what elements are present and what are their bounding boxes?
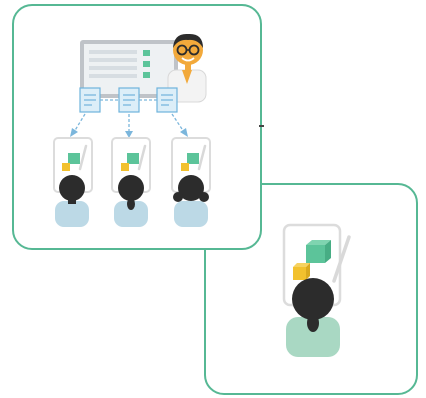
- yellow-cube-icon: [62, 163, 70, 171]
- green-cube-icon: [127, 153, 139, 164]
- yellow-cube-icon: [181, 163, 189, 171]
- student-icon: [114, 175, 148, 227]
- document-icon: [118, 87, 140, 113]
- student-2: [111, 137, 151, 227]
- yellow-cube-icon: [121, 163, 129, 171]
- yellow-cube-icon: [293, 263, 310, 280]
- single-student-illustration: [282, 223, 351, 357]
- green-cube-icon: [187, 153, 199, 164]
- single-student-card: [204, 183, 418, 395]
- stylus: [137, 144, 147, 171]
- student-icon: [173, 175, 209, 227]
- document-icon: [79, 87, 101, 113]
- student-icon: [55, 175, 89, 227]
- student-icon: [286, 278, 340, 357]
- document-icon: [156, 87, 178, 113]
- teacher-distribution-card: [12, 4, 262, 250]
- connector-tick: [259, 125, 264, 127]
- stylus: [78, 144, 88, 171]
- stylus: [332, 235, 351, 283]
- student-1: [53, 137, 93, 227]
- arrow-heads: [70, 128, 188, 138]
- presentation-screen-icon: [80, 40, 178, 102]
- green-cube-icon: [306, 240, 331, 263]
- student-3: [171, 137, 211, 227]
- green-cube-icon: [68, 153, 80, 164]
- stylus: [197, 144, 207, 171]
- connector-arrows: [73, 99, 185, 133]
- teacher-distribution-illustration: [53, 33, 211, 227]
